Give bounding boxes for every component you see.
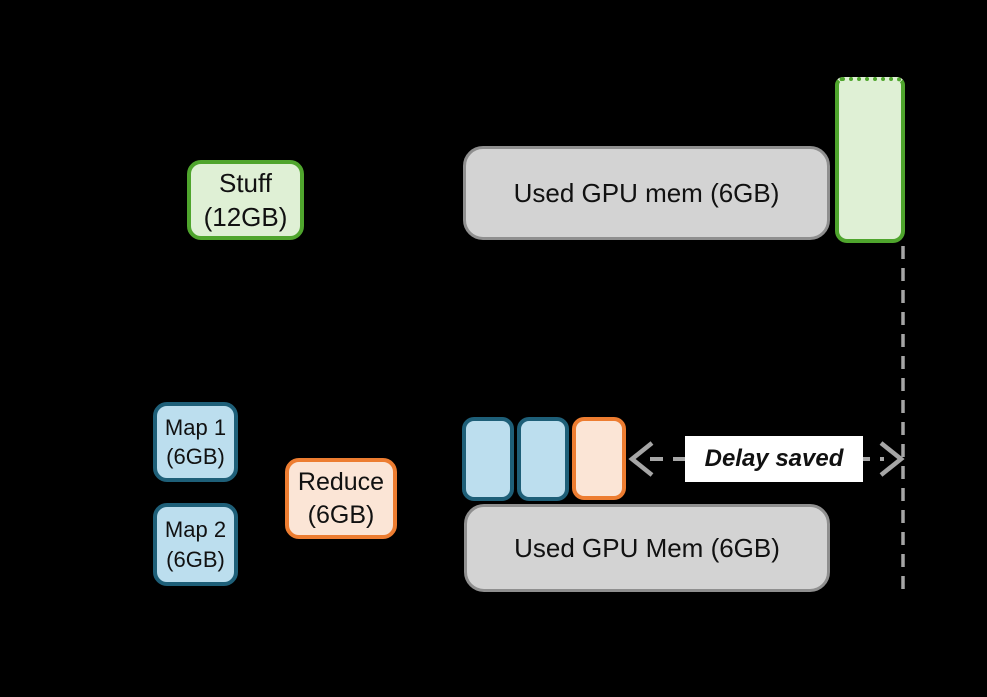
reduce-box-line1: Reduce (297, 467, 385, 496)
map1-mem-block (462, 417, 514, 501)
stuff-box-line1: Stuff (218, 167, 272, 198)
reduce-box: Reduce (6GB) (285, 458, 397, 539)
stuff-box: Stuff (12GB) (187, 160, 304, 240)
stuff-box-line2: (12GB) (203, 202, 288, 232)
map1-box: Map 1 (6GB) (153, 402, 238, 482)
used-gpu-mem-bottom-label: Used GPU Mem (6GB) (514, 532, 780, 563)
map1-box-line1: Map 1 (164, 414, 227, 440)
stuff-in-gpu-mem-block (835, 77, 905, 243)
arrowhead-left-icon (628, 441, 654, 477)
used-gpu-mem-box-bottom: Used GPU Mem (6GB) (464, 504, 830, 592)
arrowhead-right-icon (879, 441, 905, 477)
map2-box-line1: Map 2 (164, 517, 227, 543)
map2-box: Map 2 (6GB) (153, 503, 238, 586)
map2-mem-block (517, 417, 569, 501)
used-gpu-mem-top-label: Used GPU mem (6GB) (513, 177, 780, 208)
delay-saved-text: Delay saved (704, 445, 844, 473)
map1-box-line2: (6GB) (166, 444, 225, 469)
map2-box-line2: (6GB) (166, 546, 225, 572)
used-gpu-mem-box-top: Used GPU mem (6GB) (463, 146, 830, 240)
reduce-box-line2: (6GB) (307, 500, 375, 529)
reduce-mem-block (572, 417, 626, 500)
delay-saved-label: Delay saved (685, 436, 863, 482)
